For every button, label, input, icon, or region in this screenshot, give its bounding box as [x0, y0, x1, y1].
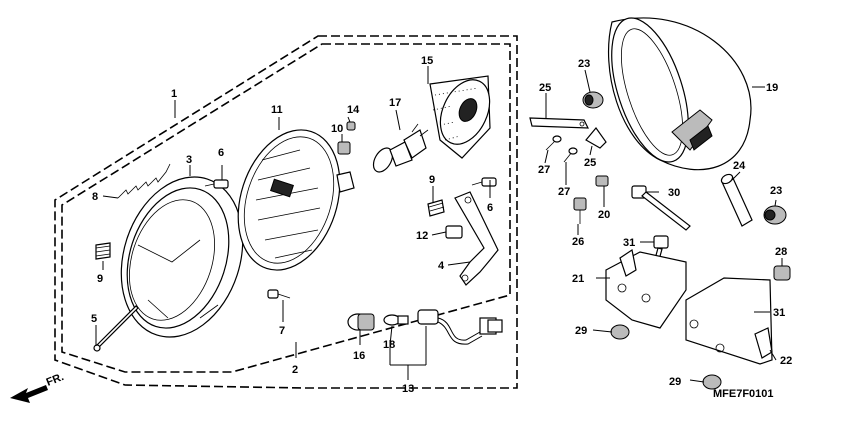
- callout-29a: 29: [575, 325, 587, 337]
- diagram-code: MFE7F0101: [713, 388, 774, 400]
- callout-3: 3: [186, 154, 192, 166]
- headlight-bulb: [372, 123, 429, 173]
- direction-label: FR.: [45, 371, 66, 389]
- bulb-18: [383, 314, 409, 326]
- screw-7: [267, 289, 291, 299]
- callout-23b: 23: [770, 185, 782, 197]
- assembly-outline-outer: [54, 35, 518, 389]
- callout-24: 24: [733, 160, 746, 172]
- callout-4: 4: [438, 260, 445, 272]
- callout-labels: 1 2 3 4 5 6 6 7 8 9 9 10 11 12 13 14 15 …: [91, 55, 792, 395]
- callout-18: 18: [383, 339, 395, 351]
- callout-2: 2: [292, 364, 298, 376]
- screw-6-left: [204, 179, 229, 189]
- nut-29-upper: [610, 324, 630, 340]
- bracket-25-lower: [585, 127, 607, 149]
- spring-8: [117, 163, 171, 199]
- callout-28: 28: [775, 246, 787, 258]
- nut-29-lower: [702, 374, 722, 390]
- socket-16: [347, 313, 375, 331]
- bracket-4: [454, 191, 499, 286]
- bolt-20: [595, 175, 609, 187]
- callout-9a: 9: [97, 273, 103, 285]
- callout-15: 15: [421, 55, 433, 67]
- headlight-lens: [237, 129, 355, 271]
- grommet-23-lower: [763, 205, 787, 225]
- bolt-30: [631, 185, 691, 231]
- callout-1: 1: [171, 88, 177, 100]
- bracket-25-upper: [529, 117, 589, 129]
- adjust-screw: [93, 305, 139, 352]
- callout-9b: 9: [429, 174, 435, 186]
- callout-14: 14: [347, 104, 360, 116]
- grommet-23-upper: [582, 91, 604, 109]
- callout-20: 20: [598, 209, 610, 221]
- callout-10: 10: [331, 123, 343, 135]
- callout-30: 30: [668, 187, 680, 199]
- callout-7: 7: [279, 325, 285, 337]
- spring-9-left: [95, 242, 111, 260]
- callout-22: 22: [780, 355, 792, 367]
- callout-12: 12: [416, 230, 428, 242]
- callout-27b: 27: [558, 186, 570, 198]
- grommet-14: [346, 121, 356, 131]
- stay-21: [605, 249, 687, 329]
- headlight-rim: [120, 176, 244, 338]
- nut-28: [773, 265, 791, 281]
- callout-6b: 6: [487, 202, 493, 214]
- callout-25a: 25: [539, 82, 551, 94]
- callout-23a: 23: [578, 58, 590, 70]
- callout-19: 19: [766, 82, 778, 94]
- callout-27a: 27: [538, 164, 550, 176]
- headlight-case: [608, 17, 752, 171]
- callout-29b: 29: [669, 376, 681, 388]
- callout-31b: 31: [773, 307, 785, 319]
- callout-21: 21: [572, 273, 584, 285]
- callout-11: 11: [271, 104, 283, 116]
- grommet-10: [337, 141, 351, 155]
- callout-8: 8: [92, 191, 98, 203]
- assembly-outline-inner: [61, 43, 511, 373]
- wire-harness: [417, 309, 503, 345]
- spring-9-right: [427, 199, 445, 217]
- bulb-cover: [429, 75, 491, 159]
- bolt-26: [573, 197, 587, 224]
- screw-6-right: [471, 177, 497, 187]
- nut-12: [445, 225, 463, 239]
- front-direction-arrow: FR.: [10, 371, 66, 403]
- callout-26: 26: [572, 236, 584, 248]
- callout-13: 13: [402, 383, 414, 395]
- callout-25b: 25: [584, 157, 596, 169]
- collar-24: [720, 173, 753, 227]
- leader-lines: [95, 66, 783, 383]
- screw-27-lower: [563, 147, 578, 163]
- callout-5: 5: [91, 313, 97, 325]
- callout-31a: 31: [623, 237, 635, 249]
- callout-16: 16: [353, 350, 365, 362]
- callout-17: 17: [389, 97, 401, 109]
- callout-6a: 6: [218, 147, 224, 159]
- stay-22: [685, 277, 773, 365]
- screw-27-upper: [545, 135, 562, 151]
